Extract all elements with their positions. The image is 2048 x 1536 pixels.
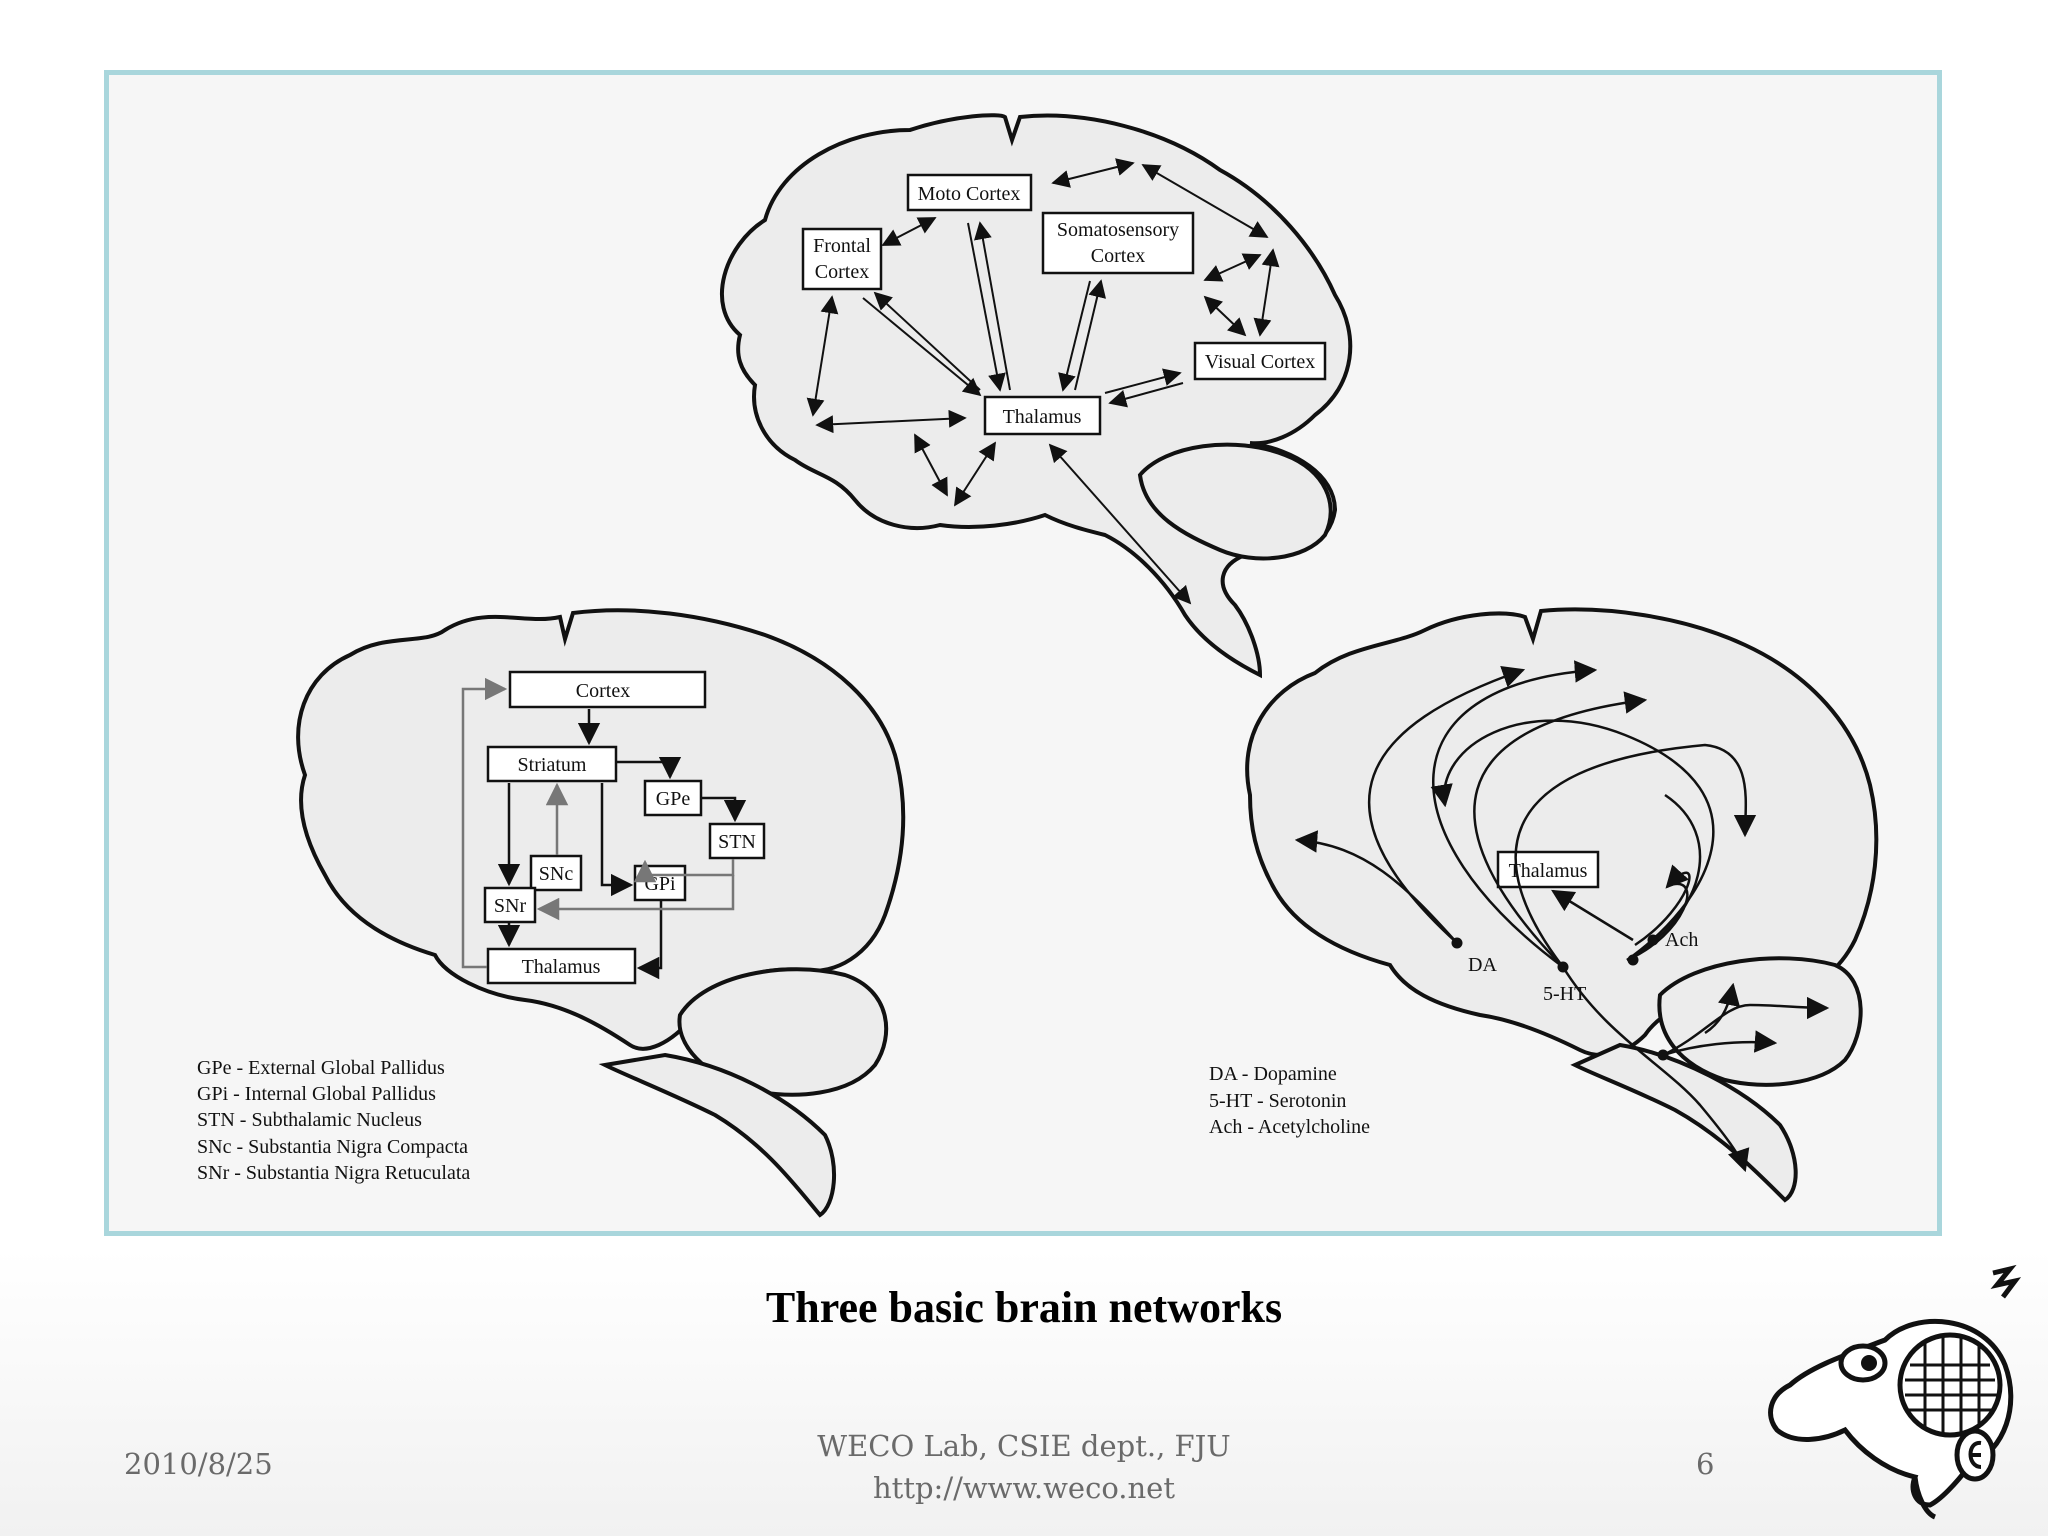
lb-gpe-label: GPe <box>656 788 691 810</box>
left-brain-silhouette <box>296 608 906 1051</box>
footer-lab-name: WECO Lab, CSIE dept., FJU <box>817 1429 1231 1463</box>
footer-lab-info: WECO Lab, CSIE dept., FJU http://www.wec… <box>724 1425 1324 1509</box>
right-brain-silhouette <box>1245 607 1879 1057</box>
rb-thalamus-label: Thalamus <box>1509 860 1588 882</box>
ach-nucleus-dot-2 <box>1647 934 1659 946</box>
visual-cortex-label: Visual Cortex <box>1205 351 1315 373</box>
ach-nucleus-dot-1 <box>1627 954 1639 966</box>
left-brain-legend: GPe - External Global Pallidus GPi - Int… <box>197 1057 470 1184</box>
lb-legend-item: GPe - External Global Pallidus <box>197 1057 445 1079</box>
footer-date: 2010/8/25 <box>124 1447 273 1481</box>
lb-cortex-box <box>508 670 707 709</box>
left-brain-black-arrows <box>497 709 747 980</box>
top-thalamus-label: Thalamus <box>1003 406 1082 428</box>
lb-cortex-label: Cortex <box>576 680 630 702</box>
lb-gpe-box <box>643 779 703 817</box>
lb-striatum-label: Striatum <box>518 754 587 776</box>
top-brain: Moto Cortex Frontal Cortex Somatosensory… <box>720 113 1353 679</box>
frontal-cortex-label-line1: Frontal <box>813 235 871 257</box>
lb-thalamus-box <box>486 947 637 985</box>
right-brain-cerebellum <box>1657 956 1863 1087</box>
top-brain-arrows <box>806 158 1280 605</box>
lb-gpi-label: GPi <box>644 873 676 895</box>
left-brain: Cortex Striatum GPe STN SNc GPi SNr Thal… <box>197 608 906 1218</box>
moto-cortex-label: Moto Cortex <box>918 183 1021 205</box>
lb-stn-label: STN <box>718 831 756 853</box>
right-brain-pathways <box>1294 660 1830 1173</box>
da-label: DA <box>1468 954 1497 976</box>
figure-caption: Three basic brain networks <box>765 1283 1283 1332</box>
serotonin-nucleus-dot <box>1557 961 1569 973</box>
lb-snr-box <box>483 886 537 924</box>
lb-snc-box <box>529 854 583 892</box>
ach-label: Ach <box>1665 929 1698 951</box>
lb-thalamus-label: Thalamus <box>522 956 601 978</box>
serotonin-label: 5-HT <box>1543 983 1586 1005</box>
somatosensory-label-line1: Somatosensory <box>1057 219 1179 241</box>
lb-legend-item: STN - Subthalamic Nucleus <box>197 1109 422 1131</box>
lb-legend-item: SNr - Substantia Nigra Retuculata <box>197 1162 470 1184</box>
da-nucleus-dot <box>1451 937 1463 949</box>
footer-lab-url: http://www.weco.net <box>873 1471 1175 1505</box>
rb-legend-item: 5-HT - Serotonin <box>1209 1090 1346 1112</box>
left-brain-gray-arrows <box>461 677 735 969</box>
visual-cortex-box <box>1193 341 1327 381</box>
lb-legend-item: SNc - Substantia Nigra Compacta <box>197 1136 468 1158</box>
top-thalamus-box <box>983 395 1102 436</box>
somatosensory-label-line2: Cortex <box>1091 245 1145 267</box>
lb-snr-label: SNr <box>494 895 527 917</box>
right-brain: Thalamus <box>1209 607 1879 1203</box>
brainstem-nucleus-dot <box>1657 1049 1669 1061</box>
weco-mascot-logo <box>1768 1264 2022 1520</box>
left-brain-stem <box>598 1052 837 1218</box>
figure-frame: Moto Cortex Frontal Cortex Somatosensory… <box>104 70 1942 1236</box>
brain-networks-figure: Moto Cortex Frontal Cortex Somatosensory… <box>197 113 1879 1218</box>
lb-legend-item: GPi - Internal Global Pallidus <box>197 1083 436 1105</box>
moto-cortex-box <box>906 173 1033 212</box>
rb-legend-item: DA - Dopamine <box>1209 1063 1337 1085</box>
lb-striatum-box <box>486 745 618 783</box>
footer-background <box>0 1250 2048 1536</box>
frontal-cortex-box <box>801 227 883 291</box>
right-brain-legend: DA - Dopamine 5-HT - Serotonin Ach - Ace… <box>1209 1063 1370 1138</box>
rb-legend-item: Ach - Acetylcholine <box>1209 1116 1370 1138</box>
frontal-cortex-label-line2: Cortex <box>815 261 869 283</box>
footer-page-number: 6 <box>1696 1447 1715 1481</box>
right-brain-nuclei <box>1451 934 1669 1061</box>
lb-snc-label: SNc <box>539 863 574 885</box>
right-brain-stem <box>1570 1042 1798 1203</box>
lb-stn-box <box>708 822 766 860</box>
